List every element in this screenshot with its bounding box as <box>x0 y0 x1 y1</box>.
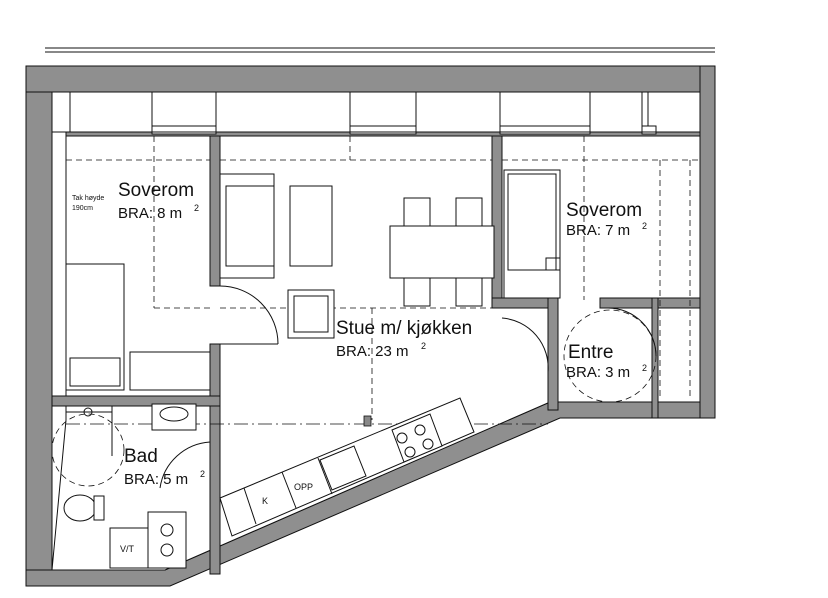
interior-wall <box>547 297 559 411</box>
toilet-tank <box>93 495 105 521</box>
area-unit-sup: 2 <box>642 363 647 373</box>
chair <box>455 277 483 307</box>
counter-divider <box>317 457 333 495</box>
interior-wall <box>491 135 503 309</box>
ceiling-height-note: Tak høyde <box>72 195 104 202</box>
armchair-seat <box>293 295 329 333</box>
room-area-bedroom-left: BRA: 8 m <box>118 205 182 222</box>
door-swing <box>159 441 211 489</box>
exterior-wall-top <box>25 65 716 93</box>
exterior-wall-left <box>25 65 53 579</box>
area-unit-sup: 2 <box>200 469 205 479</box>
pillow <box>545 257 561 271</box>
room-area-living: BRA: 23 m <box>336 343 409 360</box>
laundry-label: V/T <box>120 544 135 554</box>
interior-wall <box>209 343 221 575</box>
burner <box>160 543 174 557</box>
exterior-wall-right <box>699 65 716 419</box>
burner <box>396 432 408 444</box>
room-name-living: Stue m/ kjøkken <box>336 318 472 339</box>
stove-small <box>147 511 187 569</box>
room-name-entrance: Entre <box>568 342 613 363</box>
bed <box>503 169 561 299</box>
burner <box>160 523 174 537</box>
column-marker <box>363 415 372 427</box>
toilet <box>63 494 97 522</box>
shower-area <box>51 413 125 487</box>
nightstand <box>129 351 211 391</box>
sink <box>151 403 197 431</box>
ceiling-height-value: 190cm <box>72 205 93 212</box>
room-area-bedroom-right: BRA: 7 m <box>566 222 630 239</box>
chair <box>403 277 431 307</box>
room-name-bedroom-left: Soverom <box>118 180 194 201</box>
armchair <box>287 289 335 339</box>
sofa-seat <box>225 185 275 267</box>
door-swing <box>607 307 657 357</box>
interior-wall <box>651 297 659 419</box>
door-swing <box>219 285 279 345</box>
room-area-entrance: BRA: 3 m <box>566 364 630 381</box>
area-unit-sup: 2 <box>642 221 647 231</box>
burner <box>404 446 416 458</box>
burner <box>422 438 434 450</box>
burner <box>414 424 426 436</box>
area-unit-sup: 2 <box>194 203 199 213</box>
chair <box>455 197 483 227</box>
window-strip <box>51 91 701 133</box>
window <box>349 125 417 135</box>
sink-basin <box>159 406 189 422</box>
cooktop <box>391 413 443 463</box>
dishwasher-label: OPP <box>294 482 313 492</box>
pillow <box>69 357 121 387</box>
room-name-bedroom-right: Soverom <box>566 200 642 221</box>
bed <box>65 263 125 391</box>
window <box>151 125 217 135</box>
bed-cover <box>507 173 557 271</box>
sofa <box>219 173 275 279</box>
interior-wall <box>51 395 221 407</box>
window <box>641 125 657 135</box>
room-name-bathroom: Bad <box>124 446 158 467</box>
chair <box>403 197 431 227</box>
kitchen-sink <box>319 445 367 491</box>
counter-divider <box>281 471 297 509</box>
door-swing <box>501 317 549 373</box>
interior-wall <box>209 135 221 287</box>
room-area-bathroom: BRA: 5 m <box>124 471 188 488</box>
dining-table <box>389 225 495 279</box>
counter-divider <box>243 487 257 525</box>
window <box>499 125 591 135</box>
fridge-label: K <box>262 496 268 506</box>
area-unit-sup: 2 <box>421 341 426 351</box>
interior-wall <box>599 297 701 309</box>
coffee-table <box>289 185 333 267</box>
